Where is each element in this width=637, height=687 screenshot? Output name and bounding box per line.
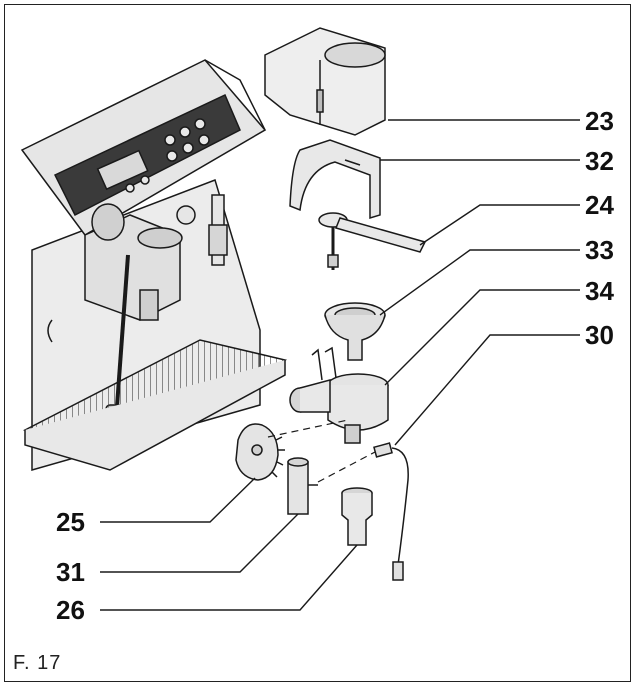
callout-32: 32: [585, 146, 614, 176]
part-30-sensor: [373, 442, 409, 581]
figure-caption: F. 17: [13, 652, 62, 674]
callout-30: 30: [585, 320, 614, 350]
assembly-dashes: [267, 419, 376, 483]
callout-31: 31: [56, 557, 85, 587]
callout-26: 26: [56, 595, 85, 625]
part-34-brew-unit: [289, 346, 389, 444]
callout-25: 25: [56, 507, 85, 537]
control-panel: [53, 93, 241, 217]
part-24-lever: [318, 212, 427, 270]
callout-23: 23: [585, 106, 614, 136]
leader-lines: [100, 119, 580, 611]
part-23-cover: [264, 27, 386, 136]
figure-frame: [4, 4, 631, 682]
part-26-coupling: [341, 487, 373, 546]
part-33-filter: [324, 302, 386, 361]
callout-24: 24: [585, 190, 614, 220]
callout-33: 33: [585, 235, 614, 265]
callout-34: 34: [585, 276, 614, 306]
part-32-bracket: [289, 139, 381, 220]
part-31-shaft: [287, 457, 318, 515]
part-25-gear: [235, 423, 285, 481]
coffee-machine: [20, 59, 288, 471]
